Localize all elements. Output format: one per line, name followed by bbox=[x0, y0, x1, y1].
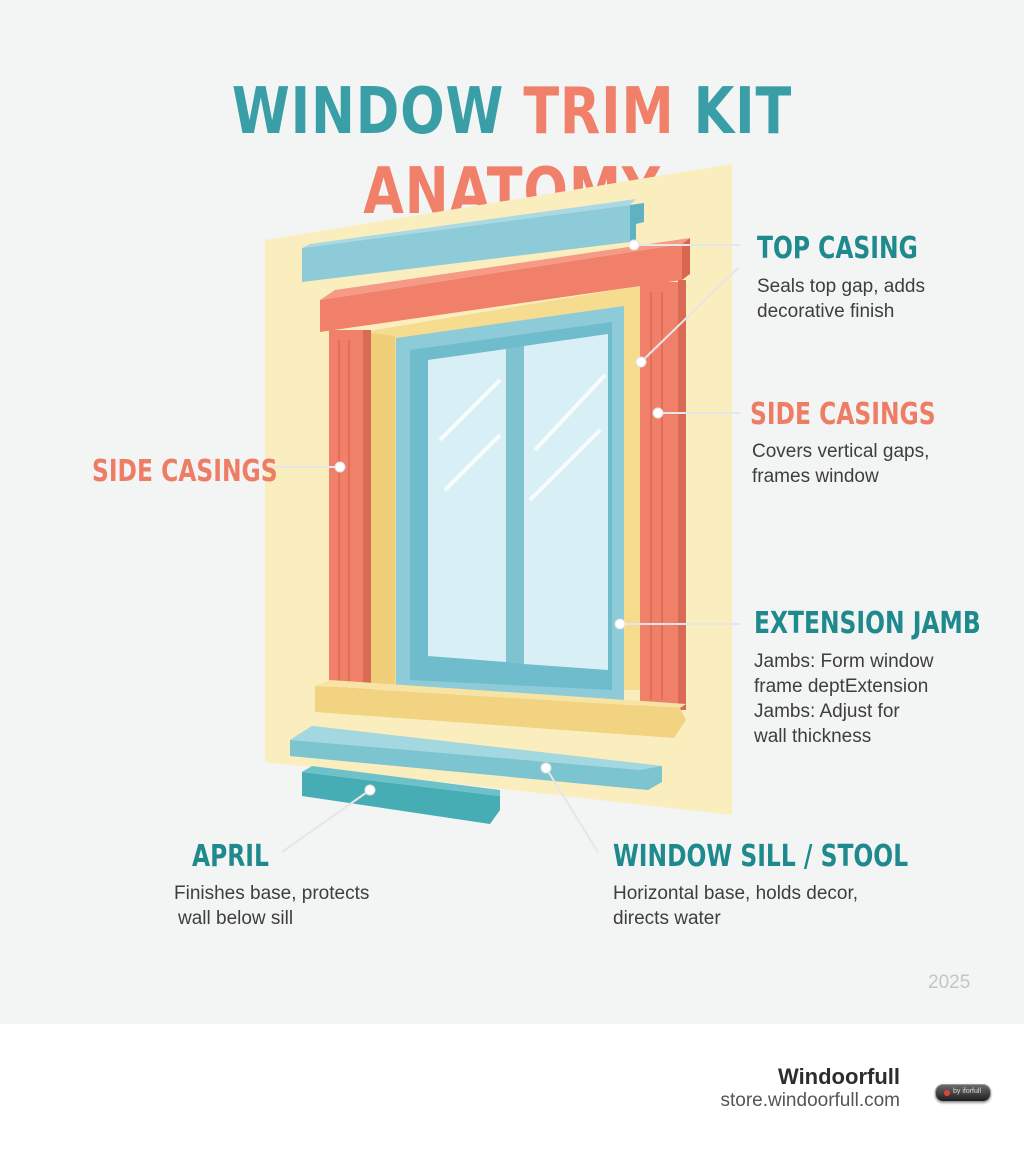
meridian-bar bbox=[506, 346, 524, 664]
label-top-casing: TOP CASING bbox=[757, 231, 918, 266]
label-window-sill: WINDOW SILL / STOOL bbox=[613, 839, 909, 874]
desc-window-sill: Horizontal base, holds decor, directs wa… bbox=[613, 883, 859, 929]
top-casing-header-top bbox=[320, 238, 690, 300]
brand-badge: by iforfull bbox=[935, 1084, 991, 1102]
top-casing-header bbox=[320, 244, 682, 332]
title-word-trim: TRIM bbox=[523, 75, 675, 149]
right-side-casing bbox=[640, 282, 678, 710]
label-side-casings-left: SIDE CASINGS bbox=[92, 454, 278, 489]
label-extension-jamb: EXTENSION JAMB bbox=[754, 606, 981, 641]
glass-left bbox=[428, 349, 506, 662]
stool-ledge bbox=[315, 686, 686, 738]
desc-side-casings: Covers vertical gaps, frames window bbox=[752, 441, 930, 487]
year-text: 2025 bbox=[928, 972, 971, 993]
badge-text: by iforfull bbox=[953, 1088, 982, 1095]
top-cap-molding bbox=[302, 205, 630, 282]
site-link[interactable]: store.windoorfull.com bbox=[720, 1090, 900, 1111]
desc-apron: Finishes base, protects wall below sill bbox=[174, 883, 370, 929]
footer bbox=[0, 1024, 1024, 1154]
glass-right bbox=[524, 334, 608, 670]
desc-top-casing: Seals top gap, adds decorative finish bbox=[757, 276, 925, 322]
label-side-casings-right: SIDE CASINGS bbox=[750, 397, 936, 432]
badge-dot-icon bbox=[944, 1090, 950, 1096]
top-casing-header-side bbox=[682, 238, 690, 280]
brand-name: Windoorfull bbox=[778, 1064, 900, 1089]
label-apron: APRIL bbox=[192, 839, 269, 874]
window-trim-illustration bbox=[262, 164, 740, 853]
title-word-kit: KIT bbox=[693, 75, 793, 149]
desc-extension-jamb: Jambs: Form window frame deptExtension J… bbox=[754, 651, 934, 747]
title-word-window: WINDOW bbox=[231, 75, 505, 149]
left-side-casing bbox=[329, 330, 363, 690]
apron-piece bbox=[302, 772, 500, 824]
